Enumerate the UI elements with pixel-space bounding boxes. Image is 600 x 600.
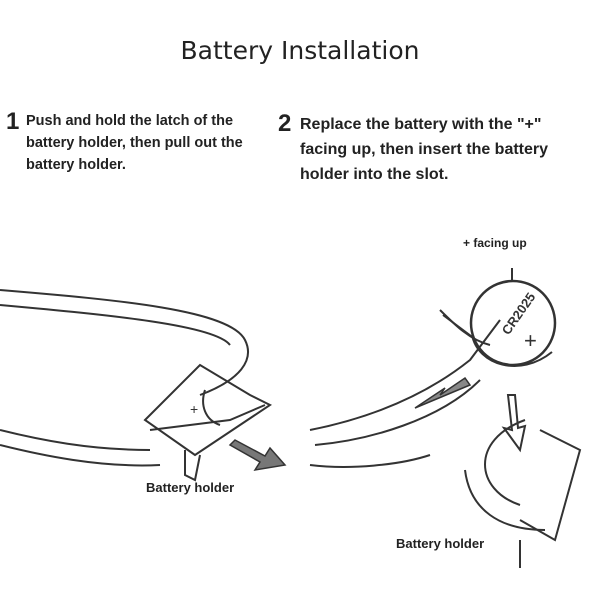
insert-arrow-icon — [414, 376, 472, 409]
battery-holder-label-right: Battery holder — [396, 536, 485, 551]
pull-arrow-icon — [228, 439, 287, 472]
step-2-number: 2 — [278, 110, 292, 137]
remote-left: + — [0, 289, 287, 482]
step-2-text: Replace the battery with the "+" facing … — [300, 116, 549, 183]
page-title: Battery Installation — [180, 36, 420, 65]
step-1-text: Push and hold the latch of the battery h… — [26, 113, 243, 173]
step-1-number: 1 — [6, 108, 20, 135]
facing-up-label: + facing up — [463, 236, 527, 250]
battery-holder-label-left: Battery holder — [146, 480, 235, 495]
down-arrow-icon — [501, 394, 527, 453]
coin-battery: CR2025 + — [442, 268, 557, 367]
battery-plus-sign: + — [524, 328, 537, 353]
plus-sign: + — [190, 401, 198, 417]
remote-right — [309, 309, 582, 568]
